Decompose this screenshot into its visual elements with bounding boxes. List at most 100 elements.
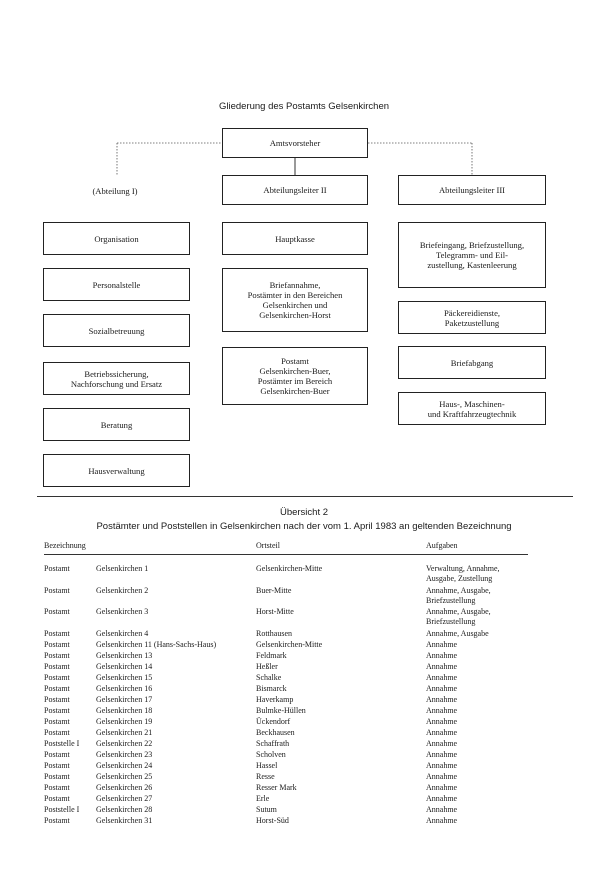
org-chart-connectors — [116, 142, 473, 176]
cell-tasks: Annahme — [426, 739, 458, 748]
org-unit-label: Hausverwaltung — [88, 465, 145, 476]
cell-district: Hassel — [256, 761, 278, 770]
cell-tasks: Annahme — [426, 761, 458, 770]
cell-tasks: Annahme — [426, 695, 458, 704]
cell-name: Gelsenkirchen 25 — [96, 772, 153, 781]
cell-district: Rotthausen — [256, 629, 292, 638]
cell-district: Horst-Mitte — [256, 607, 294, 616]
cell-tasks: Annahme — [426, 794, 458, 803]
cell-name: Gelsenkirchen 17 — [96, 695, 153, 704]
cell-name: Gelsenkirchen 13 — [96, 651, 153, 660]
cell-tasks: Annahme, Ausgabe — [426, 629, 489, 638]
cell-tasks: Annahme — [426, 750, 458, 759]
cell-tasks: Annahme — [426, 816, 458, 825]
cell-name: Gelsenkirchen 28 — [96, 805, 153, 814]
cell-type: Postamt — [44, 662, 70, 671]
cell-name: Gelsenkirchen 2 — [96, 586, 149, 595]
cell-tasks: Annahme — [426, 805, 458, 814]
column-header-tasks: Aufgaben — [426, 541, 458, 550]
cell-type: Postamt — [44, 750, 70, 759]
org-head-label: Amtsvorsteher — [269, 138, 321, 148]
org-unit-label: Päckereidienste, Paketzustellung — [443, 307, 501, 328]
org-unit-box: Sozialbetreuung — [43, 314, 190, 347]
org-unit-label: Sozialbetreuung — [88, 325, 145, 336]
cell-tasks: Annahme, Ausgabe, Briefzustellung — [426, 607, 491, 626]
org-unit-box: Hauptkasse — [222, 222, 368, 255]
department-2-head-box: Abteilungsleiter II — [222, 175, 368, 205]
cell-type: Postamt — [44, 717, 70, 726]
org-unit-box: Postamt Gelsenkirchen-Buer, Postämter im… — [222, 347, 368, 405]
org-unit-label: Briefeingang, Briefzustellung, Telegramm… — [419, 240, 525, 270]
org-unit-box: Briefeingang, Briefzustellung, Telegramm… — [398, 222, 546, 288]
cell-name: Gelsenkirchen 15 — [96, 673, 153, 682]
cell-type: Postamt — [44, 783, 70, 792]
org-head-box: Amtsvorsteher — [222, 128, 368, 158]
org-unit-box: Beratung — [43, 408, 190, 441]
cell-type: Postamt — [44, 673, 70, 682]
org-unit-box: Betriebssicherung, Nachforschung und Ers… — [43, 362, 190, 395]
org-unit-label: Beratung — [100, 419, 133, 430]
cell-type: Postamt — [44, 586, 70, 595]
department-1-label: (Abteilung I) — [92, 186, 138, 196]
department-3-head-label: Abteilungsleiter III — [438, 185, 506, 195]
org-unit-label: Betriebssicherung, Nachforschung und Ers… — [70, 368, 163, 389]
cell-district: Bismarck — [256, 684, 287, 693]
cell-name: Gelsenkirchen 4 — [96, 629, 149, 638]
org-unit-box: Briefannahme, Postämter in den Bereichen… — [222, 268, 368, 332]
cell-name: Gelsenkirchen 21 — [96, 728, 153, 737]
cell-district: Schalke — [256, 673, 282, 682]
cell-name: Gelsenkirchen 1 — [96, 564, 149, 573]
cell-district: Heßler — [256, 662, 278, 671]
org-unit-box: Personalstelle — [43, 268, 190, 301]
cell-tasks: Annahme — [426, 651, 458, 660]
cell-district: Bulmke-Hüllen — [256, 706, 306, 715]
cell-tasks: Annahme — [426, 706, 458, 715]
org-unit-label: Personalstelle — [92, 279, 141, 290]
table-header-rule — [44, 554, 528, 555]
cell-name: Gelsenkirchen 31 — [96, 816, 153, 825]
cell-name: Gelsenkirchen 16 — [96, 684, 153, 693]
cell-type: Postamt — [44, 640, 70, 649]
column-header-designation: Bezeichnung — [44, 541, 86, 550]
cell-district: Feldmark — [256, 651, 287, 660]
cell-type: Postamt — [44, 706, 70, 715]
cell-district: Gelsenkirchen-Mitte — [256, 640, 323, 649]
cell-tasks: Annahme — [426, 662, 458, 671]
department-3-head-box: Abteilungsleiter III — [398, 175, 546, 205]
org-unit-label: Organisation — [94, 233, 139, 244]
cell-district: Erle — [256, 794, 270, 803]
cell-name: Gelsenkirchen 19 — [96, 717, 153, 726]
cell-tasks: Annahme — [426, 673, 458, 682]
org-unit-label: Hauptkasse — [275, 233, 315, 244]
cell-type: Postamt — [44, 629, 70, 638]
org-unit-box: Hausverwaltung — [43, 454, 190, 487]
org-unit-label: Postamt Gelsenkirchen-Buer, Postämter im… — [257, 356, 333, 396]
cell-name: Gelsenkirchen 23 — [96, 750, 153, 759]
cell-name: Gelsenkirchen 26 — [96, 783, 153, 792]
cell-type: Postamt — [44, 816, 70, 825]
cell-district: Haverkamp — [256, 695, 294, 704]
overview-subheading: Postämter und Poststellen in Gelsenkirch… — [96, 521, 512, 532]
org-unit-label: Haus-, Maschinen- und Kraftfahrzeugtechn… — [427, 398, 517, 419]
cell-name: Gelsenkirchen 27 — [96, 794, 153, 803]
cell-name: Gelsenkirchen 3 — [96, 607, 149, 616]
org-unit-box: Haus-, Maschinen- und Kraftfahrzeugtechn… — [398, 392, 546, 425]
cell-district: Buer-Mitte — [256, 586, 292, 595]
cell-type: Postamt — [44, 728, 70, 737]
org-unit-box: Päckereidienste, Paketzustellung — [398, 301, 546, 334]
cell-district: Beckhausen — [256, 728, 295, 737]
org-unit-box: Organisation — [43, 222, 190, 255]
department-2-head-label: Abteilungsleiter II — [263, 185, 327, 195]
cell-district: Sutum — [256, 805, 277, 814]
cell-district: Horst-Süd — [256, 816, 289, 825]
cell-tasks: Annahme — [426, 728, 458, 737]
cell-district: Resser Mark — [256, 783, 297, 792]
org-unit-box: Briefabgang — [398, 346, 546, 379]
cell-tasks: Annahme — [426, 783, 458, 792]
cell-type: Postamt — [44, 607, 70, 616]
cell-tasks: Verwaltung, Annahme, Ausgabe, Zustellung — [426, 564, 500, 583]
org-chart-title: Gliederung des Postamts Gelsenkirchen — [218, 101, 390, 112]
cell-name: Gelsenkirchen 22 — [96, 739, 153, 748]
section-divider — [37, 496, 573, 497]
cell-name: Gelsenkirchen 18 — [96, 706, 153, 715]
